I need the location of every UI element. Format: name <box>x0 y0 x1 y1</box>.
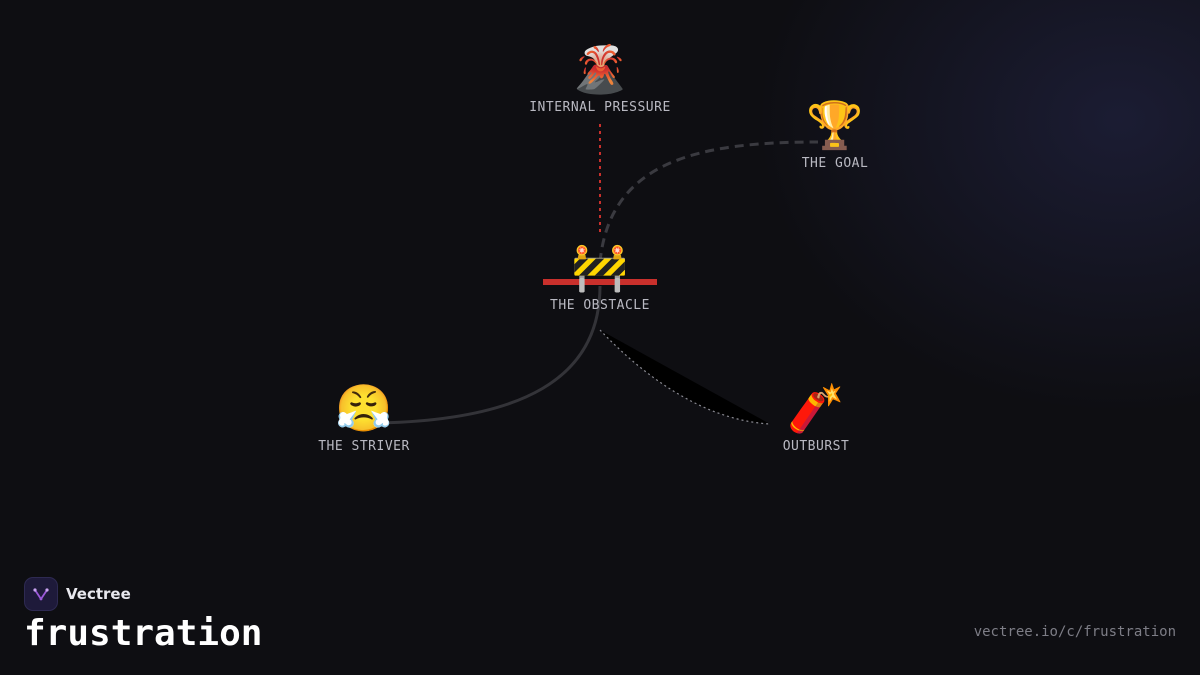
node-label-internal-pressure: INTERNAL PRESSURE <box>529 100 671 115</box>
obstacle-bar <box>543 279 657 285</box>
barrier-icon: 🚧 <box>571 240 629 294</box>
node-the-goal[interactable]: 🏆 THE GOAL <box>802 98 869 171</box>
node-label-outburst: OUTBURST <box>782 439 850 454</box>
node-the-obstacle[interactable]: 🚧 THE OBSTACLE <box>550 240 650 313</box>
edge-obstacle-outburst-outline <box>599 329 771 425</box>
vectree-logo-icon <box>24 577 58 611</box>
node-outburst[interactable]: 🧨 OUTBURST <box>783 381 850 454</box>
edge-obstacle-outburst <box>600 330 770 424</box>
edge-striver-obstacle <box>377 285 602 425</box>
brand[interactable]: Vectree <box>24 577 131 611</box>
huffing-face-icon: 😤 <box>335 381 393 435</box>
node-label-the-obstacle: THE OBSTACLE <box>550 298 650 313</box>
node-the-striver[interactable]: 😤 THE STRIVER <box>318 381 410 454</box>
firecracker-icon: 🧨 <box>787 381 845 435</box>
volcano-icon: 🌋 <box>571 42 629 96</box>
node-internal-pressure[interactable]: 🌋 INTERNAL PRESSURE <box>529 42 671 115</box>
brand-name: Vectree <box>66 585 131 603</box>
page-title: frustration <box>24 613 263 654</box>
node-label-the-goal: THE GOAL <box>801 156 869 171</box>
page-url[interactable]: vectree.io/c/frustration <box>973 624 1176 640</box>
node-label-the-striver: THE STRIVER <box>318 439 410 454</box>
edge-obstacle-goal <box>598 140 819 263</box>
trophy-icon: 🏆 <box>806 98 864 152</box>
